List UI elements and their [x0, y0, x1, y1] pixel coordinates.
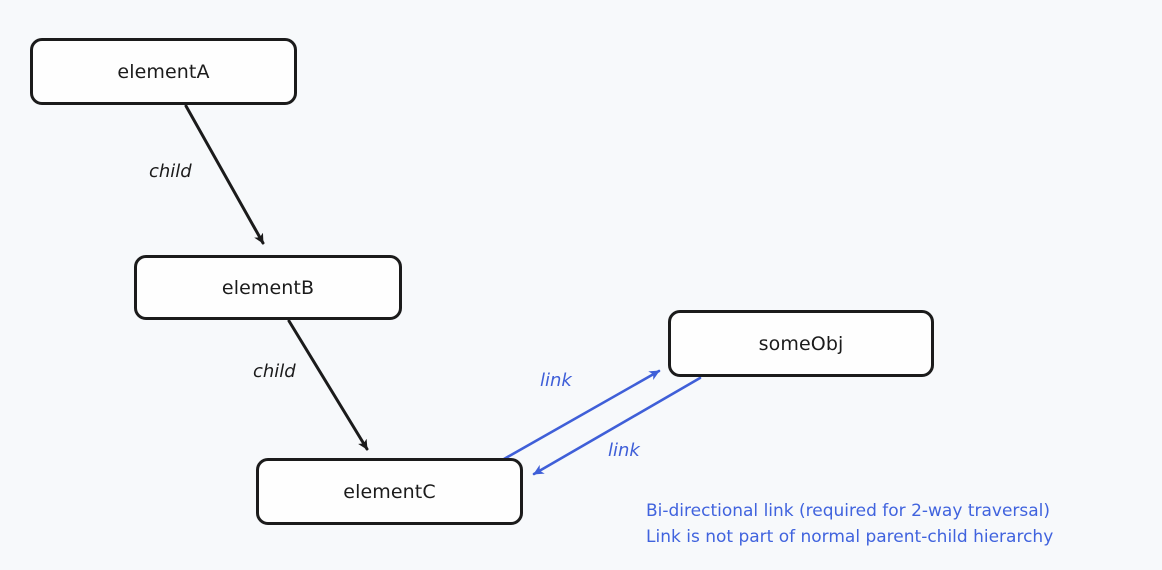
edge-b-to-c — [287, 319, 369, 451]
node-elementB-label: elementB — [221, 276, 315, 299]
node-someObj-label: someObj — [758, 332, 844, 355]
node-elementA-label: elementA — [117, 60, 210, 83]
edge-a-to-b — [184, 104, 265, 245]
edge-label-a-to-b: child — [149, 161, 192, 182]
note-bidirectional: Bi-directional link (required for 2-way … — [646, 498, 1053, 550]
edge-label-obj-to-c: link — [608, 440, 640, 461]
node-someObj[interactable]: someObj — [668, 310, 934, 377]
node-elementB[interactable]: elementB — [134, 255, 402, 320]
node-elementC-label: elementC — [343, 480, 436, 503]
edge-label-b-to-c: child — [253, 361, 296, 382]
edge-label-c-to-obj: link — [540, 370, 572, 391]
node-elementA[interactable]: elementA — [30, 38, 297, 105]
note-line-1: Bi-directional link (required for 2-way … — [646, 501, 1051, 521]
node-elementC[interactable]: elementC — [256, 458, 523, 525]
note-line-2: Link is not part of normal parent-child … — [646, 527, 1054, 547]
